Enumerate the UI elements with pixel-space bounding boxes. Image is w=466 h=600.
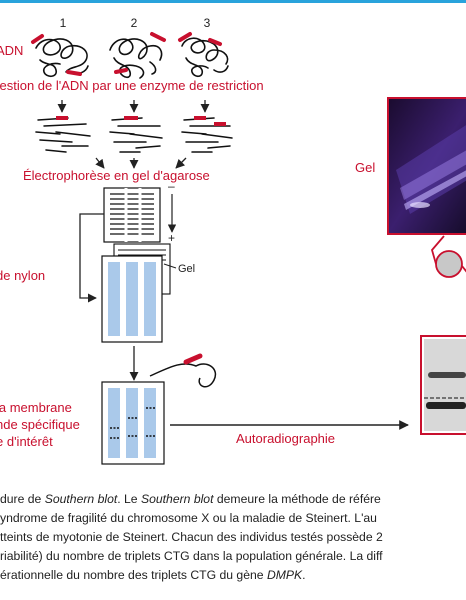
gel-stack-label: Gel — [178, 263, 195, 275]
polarity-plus: + — [168, 231, 175, 245]
polarity-minus: – — [168, 179, 175, 193]
gel-photo-connector-2 — [461, 265, 466, 273]
nylon-label: de nylon — [0, 268, 45, 283]
arrow-to-electro-3 — [175, 157, 187, 169]
dna-tangle-1 — [35, 38, 89, 78]
autoradiograph-film — [424, 339, 466, 431]
adn-label: ADN — [0, 43, 23, 58]
individual-2-number: 2 — [131, 16, 138, 30]
southern-blot-diagram: 1 2 3 ADN Digestion de l'ADN par une enz… — [0, 16, 466, 465]
dna-3-red-marker-2 — [208, 38, 222, 46]
probe-red-tip — [183, 353, 203, 365]
individual-3-number: 3 — [204, 16, 211, 30]
caption-line: tteints de myotonie de Steinert. Chacun … — [0, 530, 383, 544]
electrophoresis-gel — [103, 187, 161, 243]
gel-photo-connector — [431, 235, 445, 265]
caption-italic-term: Southern blot — [140, 492, 214, 506]
arrow-to-electro-1 — [95, 157, 105, 169]
gel-photo-label: Gel — [355, 160, 375, 175]
dna-2-red-marker-2 — [114, 68, 128, 74]
dna-fragments-2 — [109, 117, 163, 153]
gel-bands — [110, 188, 154, 242]
gel-stack-pointer — [163, 263, 177, 269]
hybridized-bands — [110, 407, 156, 439]
digestion-label: Digestion de l'ADN par une enzyme de res… — [0, 78, 264, 93]
electrophorese-label: Électrophorèse en gel d'agarose — [23, 168, 210, 183]
individual-1-number: 1 — [60, 16, 67, 30]
top-accent-line — [0, 0, 466, 3]
hyb-lane-3 — [144, 388, 156, 458]
caption-line: riabilité) du nombre de triplets CTG dan… — [0, 549, 383, 563]
hyb-lane-1 — [108, 388, 120, 458]
dna-1-red-marker-2 — [66, 70, 82, 76]
caption-line: érationnelle du nombre des triplets CTG … — [0, 568, 306, 582]
hyb-lane-2 — [126, 388, 138, 458]
gel-photo-connector-circle — [435, 250, 463, 278]
autoradiography-label: Autoradiographie — [236, 431, 335, 446]
membrane-lane-2 — [126, 262, 138, 336]
autoradiograph-bands — [424, 372, 466, 409]
caption-italic-term: Southern blot — [44, 492, 118, 506]
hybridization-line-3: e d'intérêt — [0, 434, 53, 449]
caption-line: yndrome de fragilité du chromosome X ou … — [0, 511, 377, 525]
membrane-lane-1 — [108, 262, 120, 336]
hybridization-line-2: nde spécifique — [0, 417, 80, 432]
caption-line: dure de Southern blot. Le Southern blot … — [0, 492, 381, 506]
dna-fragments-1 — [35, 117, 91, 153]
hybridization-line-1: la membrane — [0, 400, 72, 415]
flow-arrow-gel-to-membrane — [79, 213, 104, 303]
gel-photo-content — [396, 125, 466, 214]
dna-1-red-marker — [31, 34, 44, 44]
probe-curl — [149, 363, 217, 388]
figure-caption: dure de Southern blot. Le Southern blot … — [0, 490, 466, 585]
membrane-lane-3 — [144, 262, 156, 336]
dna-2-red-marker — [150, 32, 166, 42]
caption-italic-term: DMPK — [266, 568, 303, 582]
dna-3-red-marker — [178, 32, 192, 42]
